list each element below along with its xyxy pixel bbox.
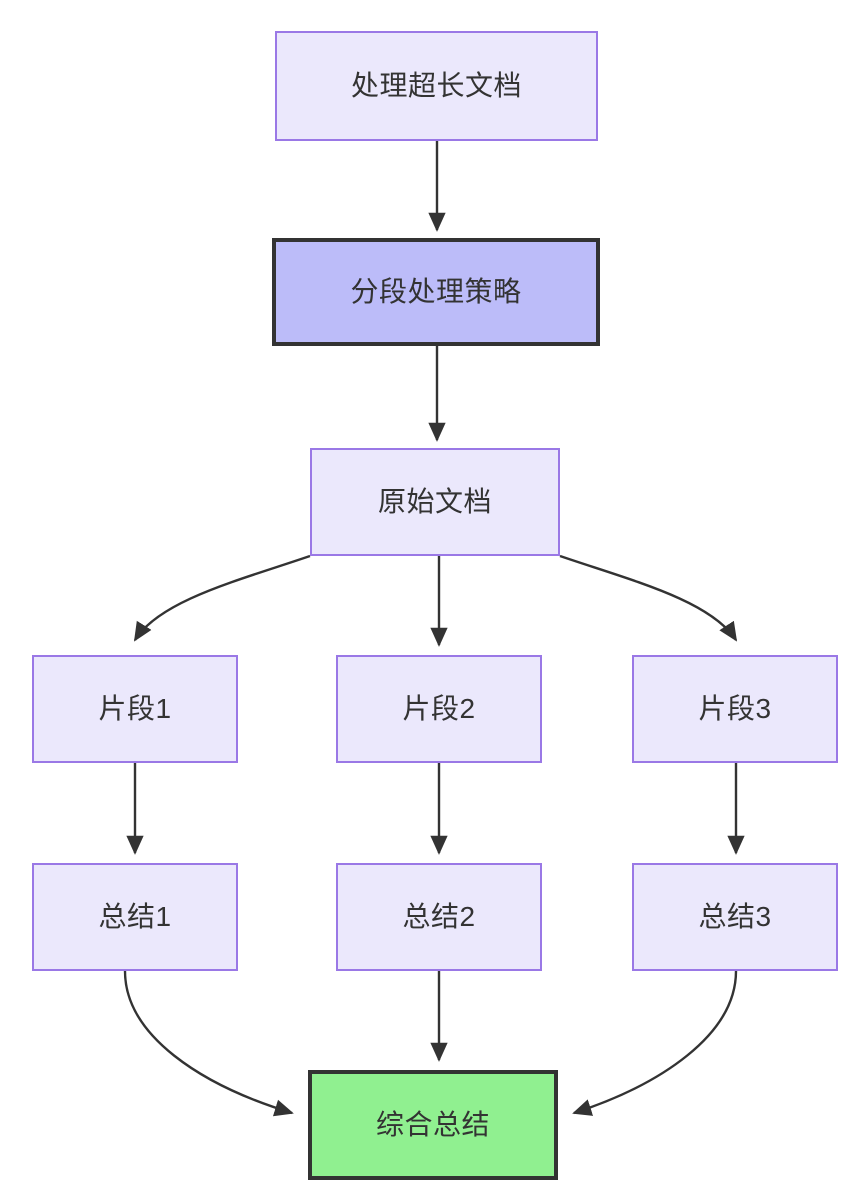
node-fragment-1[interactable]: 片段1 [32, 655, 238, 763]
node-comprehensive-summary[interactable]: 综合总结 [308, 1070, 558, 1180]
node-label: 总结1 [98, 901, 172, 933]
node-summary-1[interactable]: 总结1 [32, 863, 238, 971]
node-label: 总结3 [698, 901, 772, 933]
node-summary-2[interactable]: 总结2 [336, 863, 542, 971]
node-label: 片段2 [402, 693, 476, 725]
node-summary-3[interactable]: 总结3 [632, 863, 838, 971]
edge-n7-to-n10 [123, 970, 294, 1117]
node-chunking-strategy[interactable]: 分段处理策略 [272, 238, 600, 346]
node-process-long-document[interactable]: 处理超长文档 [275, 31, 598, 141]
node-fragment-3[interactable]: 片段3 [632, 655, 838, 763]
node-label: 综合总结 [375, 1109, 490, 1141]
node-label: 片段3 [698, 693, 772, 725]
node-original-document[interactable]: 原始文档 [310, 448, 560, 556]
node-label: 总结2 [402, 901, 476, 933]
edge-n3-to-n6 [559, 554, 738, 642]
edge-n3-to-n4 [133, 554, 311, 642]
node-label: 处理超长文档 [350, 70, 522, 102]
node-label: 片段1 [98, 693, 172, 725]
node-fragment-2[interactable]: 片段2 [336, 655, 542, 763]
edge-n9-to-n10 [572, 970, 738, 1116]
node-label: 分段处理策略 [350, 276, 522, 308]
node-label: 原始文档 [377, 486, 492, 518]
